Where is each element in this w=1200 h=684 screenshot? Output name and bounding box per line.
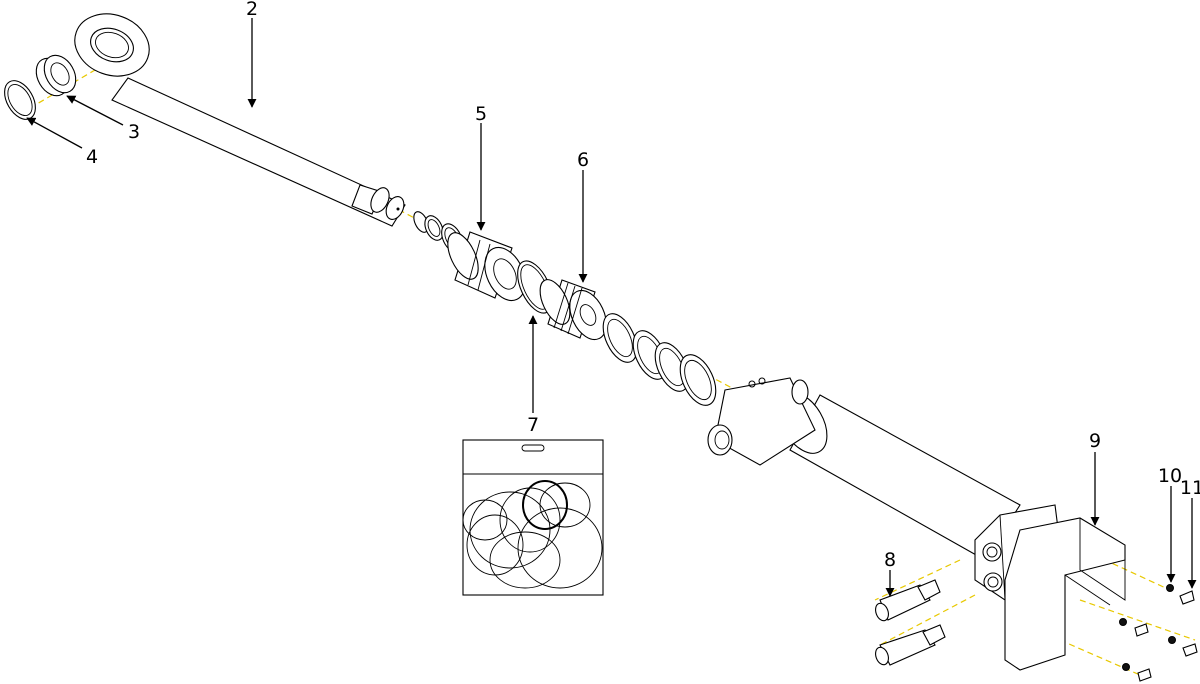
callout-11: 11: [1180, 477, 1200, 499]
bushing-part: [35, 54, 77, 97]
fitting-lower-part: [875, 624, 946, 666]
piston-rod-part: [74, 13, 406, 227]
callout-6: 6: [577, 149, 589, 171]
fitting-upper-part: [875, 579, 941, 622]
piston-seal-rings: [602, 313, 717, 406]
leader-lines: [26, 18, 1197, 597]
callout-3: 3: [128, 121, 140, 143]
callout-10: 10: [1158, 465, 1182, 487]
bracket-part: [1004, 517, 1126, 671]
callout-2: 2: [246, 0, 258, 20]
callout-8: 8: [884, 549, 896, 571]
callout-9: 9: [1089, 430, 1101, 452]
seal-kit-package: [462, 439, 604, 596]
washers-part: [1119, 584, 1176, 671]
cylinder-tube-part: [707, 377, 1021, 561]
screws-part: [1134, 590, 1198, 682]
callout-4: 4: [86, 146, 98, 168]
piston-part: [539, 279, 607, 341]
retaining-ring-part: [4, 80, 36, 120]
cylinder-head-part: [447, 231, 526, 302]
callout-7: 7: [527, 414, 539, 436]
callout-labels: 2 3 4 5 6 7 8 9 10 11: [86, 0, 1200, 571]
callout-5: 5: [475, 103, 487, 125]
